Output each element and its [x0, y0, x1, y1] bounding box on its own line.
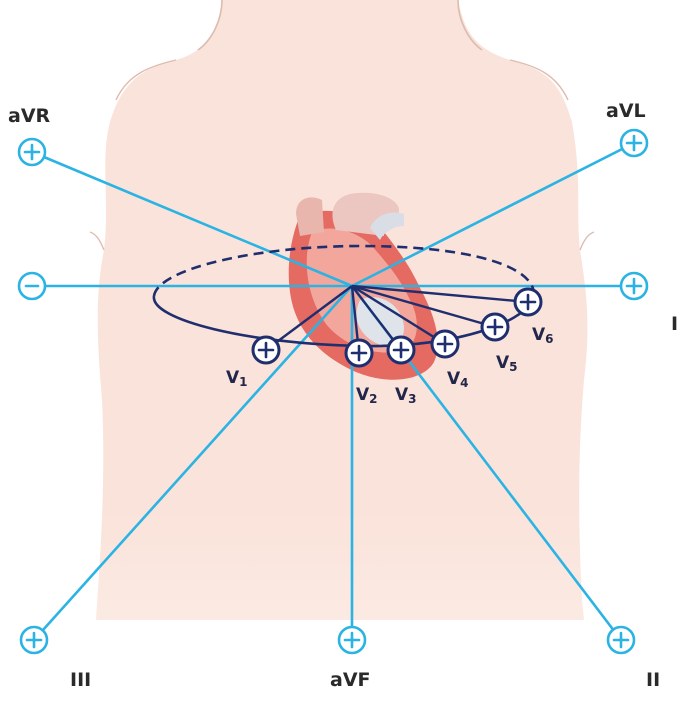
electrode-III — [21, 627, 47, 653]
electrode-V5 — [482, 314, 508, 340]
electrode-II — [608, 627, 634, 653]
electrode-V6 — [515, 289, 541, 315]
label-I: I — [671, 313, 678, 335]
electrode-I-negative — [19, 273, 45, 299]
label-aVL: aVL — [606, 100, 646, 122]
electrode-aVL — [621, 130, 647, 156]
electrode-aVF — [339, 627, 365, 653]
label-III: III — [70, 669, 91, 691]
electrode-V1 — [253, 337, 279, 363]
armpit-left — [90, 232, 104, 250]
electrode-aVR — [19, 139, 45, 165]
armpit-right — [580, 232, 594, 250]
label-II: II — [646, 669, 660, 691]
electrode-V2 — [346, 340, 372, 366]
label-aVF: aVF — [330, 669, 371, 691]
label-aVR: aVR — [8, 105, 51, 127]
electrode-V3 — [388, 337, 414, 363]
electrode-V4 — [432, 331, 458, 357]
electrode-I-positive — [621, 273, 647, 299]
great-vessel — [296, 197, 324, 236]
